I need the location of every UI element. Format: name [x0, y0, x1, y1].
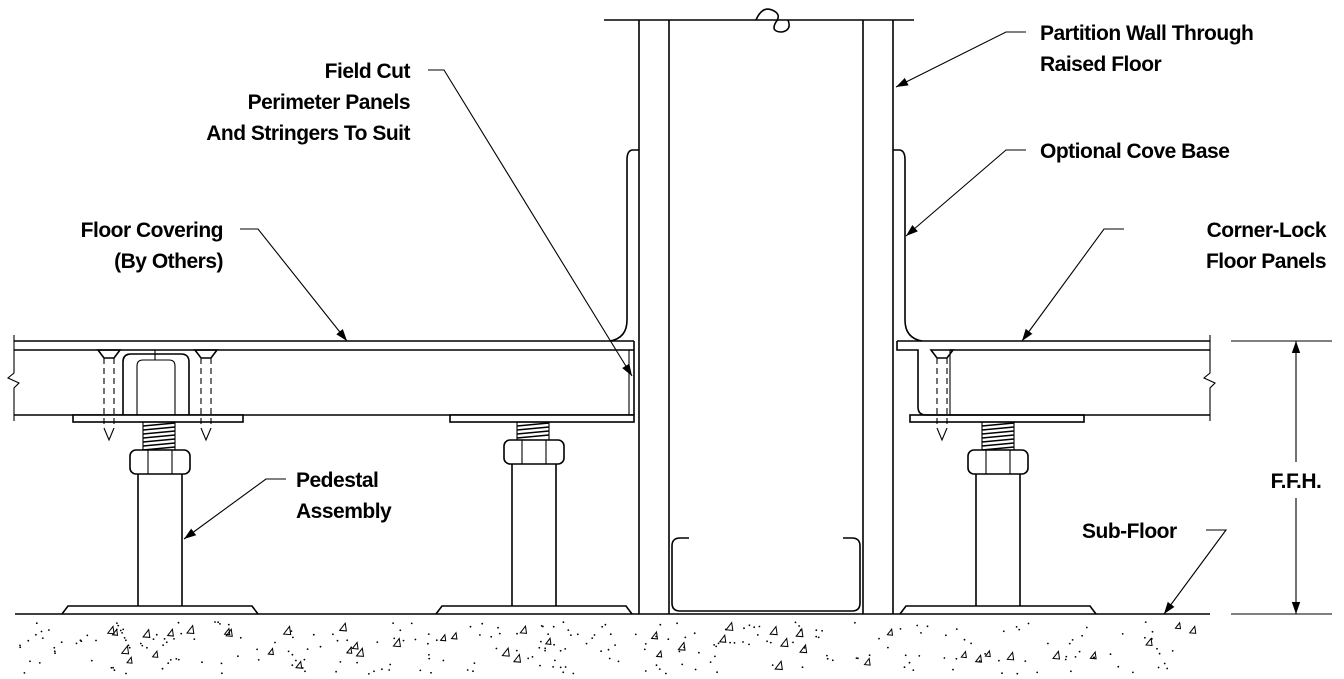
svg-text:Floor Covering: Floor Covering — [81, 219, 223, 242]
label-pedestal: Pedestal Assembly — [183, 469, 393, 540]
pedestal-head-1 — [72, 414, 244, 423]
svg-text:And Stringers To Suit: And Stringers To Suit — [206, 122, 410, 145]
label-sub-floor: Sub-Floor — [1082, 520, 1228, 615]
pedestal-2 — [435, 421, 633, 615]
svg-text:Sub-Floor: Sub-Floor — [1082, 520, 1177, 543]
label-floor-covering: Floor Covering (By Others) — [81, 219, 348, 342]
screw-3 — [929, 349, 955, 442]
concrete-aggregate — [19, 621, 1197, 675]
label-partition-wall: Partition Wall Through Raised Floor — [895, 22, 1254, 88]
svg-text:Floor Panels: Floor Panels — [1206, 250, 1326, 273]
ffh-dimension — [1231, 340, 1332, 615]
pedestal-head-3 — [909, 414, 1085, 423]
left-floor-panel — [6, 335, 635, 421]
pedestal-3 — [899, 421, 1097, 615]
label-corner-lock: Corner-Lock Floor Panels — [1021, 219, 1327, 342]
screw-2 — [193, 349, 219, 442]
label-optional-cove: Optional Cove Base — [905, 140, 1230, 237]
label-ffh: F.F.H. — [1271, 470, 1322, 493]
label-field-cut: Field Cut Perimeter Panels And Stringers… — [206, 60, 633, 377]
stringer-channel — [122, 350, 190, 415]
right-floor-panel — [896, 335, 1216, 421]
partition-wall — [604, 8, 914, 614]
cove-base-left — [609, 149, 639, 342]
svg-text:Partition Wall Through: Partition Wall Through — [1040, 22, 1253, 45]
svg-text:Field Cut: Field Cut — [325, 60, 411, 83]
pedestal-head-2 — [449, 414, 635, 423]
svg-text:Perimeter Panels: Perimeter Panels — [248, 91, 410, 114]
screw-1 — [96, 349, 122, 442]
svg-text:Assembly: Assembly — [296, 500, 392, 523]
cove-base-right — [893, 149, 923, 342]
pedestal-1 — [61, 421, 259, 615]
svg-text:Corner-Lock: Corner-Lock — [1207, 219, 1327, 242]
svg-text:Optional Cove Base: Optional Cove Base — [1040, 140, 1229, 163]
svg-text:Raised Floor: Raised Floor — [1040, 53, 1162, 76]
svg-text:(By Others): (By Others) — [114, 250, 223, 273]
svg-text:Pedestal: Pedestal — [296, 469, 378, 492]
